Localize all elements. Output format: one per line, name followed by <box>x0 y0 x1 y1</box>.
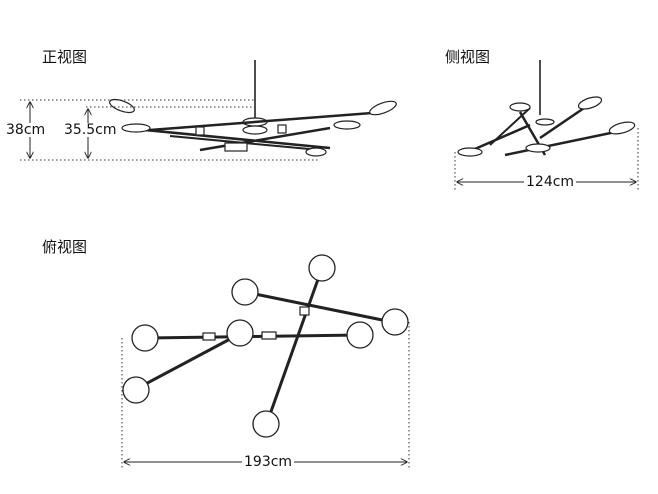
top-globe-1 <box>308 254 336 282</box>
front-globe-1 <box>109 98 135 114</box>
top-globe-5 <box>226 319 254 347</box>
side-globe-4 <box>457 147 483 157</box>
top-globe-7 <box>122 376 150 404</box>
front-view-title: 正视图 <box>42 48 88 66</box>
dimension-body-height: 35.5cm <box>62 122 119 138</box>
side-globe-6 <box>535 118 555 126</box>
top-globe-8 <box>252 410 280 438</box>
top-view <box>122 254 409 438</box>
front-globe-4 <box>333 120 361 130</box>
side-view <box>457 60 636 157</box>
front-view <box>109 60 397 157</box>
front-globe-6 <box>305 147 327 157</box>
dimension-total-height: 38cm <box>4 122 48 138</box>
front-globe-3 <box>369 100 397 116</box>
top-globe-6 <box>346 321 374 349</box>
front-globe-2 <box>121 123 151 133</box>
side-globe-5 <box>525 143 551 153</box>
top-globe-4 <box>131 324 159 352</box>
dimension-side-width: 124cm <box>524 174 577 190</box>
top-view-title: 俯视图 <box>42 238 88 256</box>
dimension-top-width: 193cm <box>242 454 295 470</box>
side-globe-2 <box>577 96 603 110</box>
side-globe-3 <box>608 121 636 135</box>
top-globe-3 <box>381 308 409 336</box>
side-globe-1 <box>509 102 531 112</box>
front-globe-5 <box>242 125 268 135</box>
top-globe-2 <box>231 278 259 306</box>
side-view-title: 侧视图 <box>445 48 491 66</box>
